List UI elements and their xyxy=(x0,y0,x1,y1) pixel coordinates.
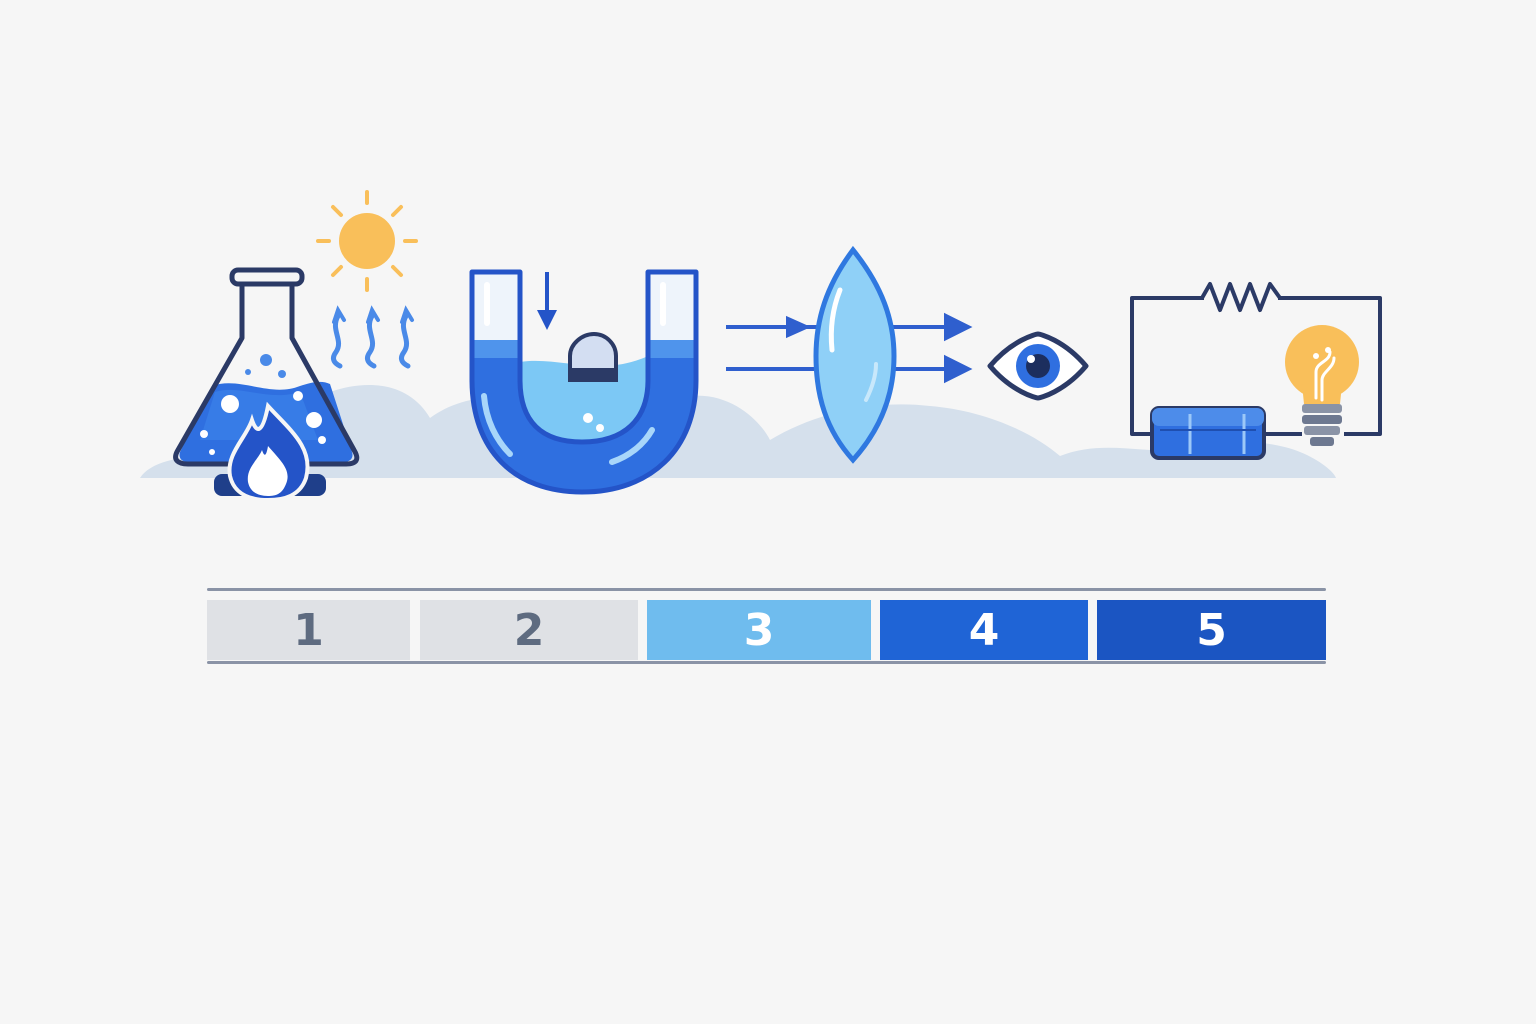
scale-segment-1: 1 xyxy=(207,600,410,660)
lens-icon xyxy=(813,245,897,464)
eye-icon xyxy=(987,331,1089,401)
scale-bottom-rule xyxy=(207,661,1326,664)
scale-segment-label: 2 xyxy=(513,604,545,656)
resistor-icon xyxy=(1200,282,1282,312)
scale-segment-label: 3 xyxy=(743,604,775,656)
heat-wave-icon xyxy=(331,305,414,369)
scale-segment-5: 5 xyxy=(1097,600,1326,660)
scale-segment-3: 3 xyxy=(647,600,871,660)
scale-segment-2: 2 xyxy=(420,600,638,660)
u-tube-icon xyxy=(469,269,699,495)
cloud-backdrop xyxy=(140,384,1336,478)
scale-top-rule xyxy=(207,588,1326,591)
scale-segment-label: 4 xyxy=(968,604,1000,656)
circuit-icon xyxy=(1130,296,1382,436)
scale-segment-label: 1 xyxy=(293,604,324,656)
sun-icon xyxy=(316,190,418,292)
scale-segments: 1 2 3 4 5 xyxy=(207,600,1326,662)
flame-icon xyxy=(214,401,326,503)
battery-icon xyxy=(1150,406,1266,460)
light-bulb-icon xyxy=(1285,325,1359,446)
down-arrow-icon xyxy=(537,272,557,330)
scale-segment-4: 4 xyxy=(880,600,1088,660)
numbered-scale-bar: 1 2 3 4 5 xyxy=(207,588,1326,664)
scale-segment-label: 5 xyxy=(1196,604,1227,656)
